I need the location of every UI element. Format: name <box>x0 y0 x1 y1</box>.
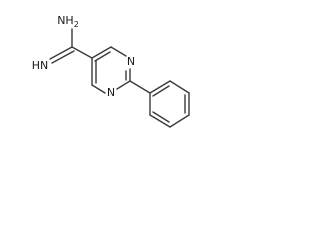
bond-ring-c5-c6 <box>91 46 112 59</box>
bond-ph-1-inner <box>152 85 170 97</box>
bond-ring-c6-n1 <box>110 46 127 57</box>
bond-c-imine-1 <box>49 46 73 60</box>
ring-nitrogen-lower: N <box>107 86 115 99</box>
structure-canvas: NH2 HN N N <box>0 0 193 153</box>
bond-ph-5-inner <box>152 111 170 123</box>
imine-label: HN <box>32 59 49 72</box>
amine-text: NH <box>57 14 74 27</box>
amine-label: NH2 <box>57 14 79 29</box>
bond-ph-4 <box>169 114 190 128</box>
bond-ph-2 <box>169 80 190 94</box>
bond-amidine-ring <box>71 46 93 59</box>
bond-ring-n3-c4 <box>91 84 106 94</box>
amine-subscript: 2 <box>74 20 79 29</box>
bond-ring-c5-c6-inner <box>94 51 111 62</box>
bond-ring-phenyl <box>129 80 151 94</box>
bond-ring-c2-n3 <box>116 80 131 90</box>
ring-nitrogen-upper: N <box>127 55 135 68</box>
bond-ph-1 <box>149 80 171 94</box>
bond-ph-5 <box>149 114 171 128</box>
molecule-drawing: NH2 HN N N <box>32 14 190 128</box>
bond-c-imine-2 <box>51 50 75 64</box>
